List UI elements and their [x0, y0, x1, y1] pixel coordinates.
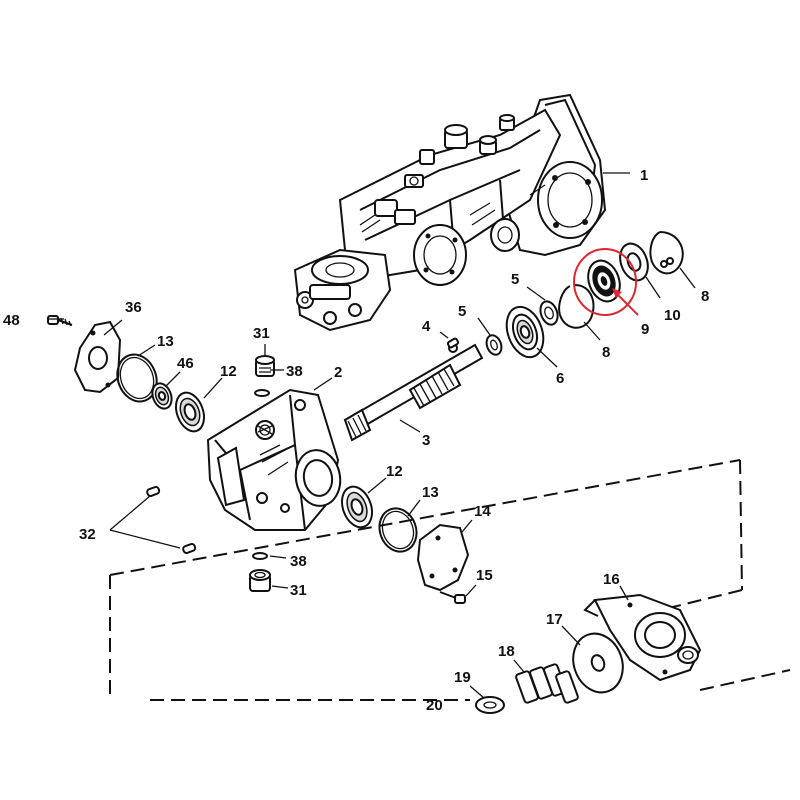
callout-13-left: 13	[157, 333, 174, 350]
callout-1: 1	[640, 167, 648, 184]
callout-6: 6	[556, 370, 564, 387]
callout-38-top: 38	[286, 363, 303, 380]
callout-20: 20	[426, 697, 443, 714]
part-19	[475, 696, 505, 714]
plug-31-top	[255, 355, 275, 377]
snap-ring-8-lower	[558, 284, 595, 329]
callout-10: 10	[664, 307, 681, 324]
washer-38-bottom	[252, 552, 268, 560]
gear-set-18	[515, 663, 579, 704]
callout-16: 16	[603, 571, 620, 588]
callout-48: 48	[3, 312, 20, 329]
bearing-46	[151, 382, 173, 410]
callout-2: 2	[334, 364, 342, 381]
cover-plate-14	[416, 523, 470, 592]
plug-31-bottom	[249, 569, 271, 592]
drive-shaft	[343, 337, 484, 442]
callout-12-right: 12	[386, 463, 403, 480]
leader-lines	[48, 172, 696, 699]
callout-18: 18	[498, 643, 515, 660]
callout-4: 4	[422, 318, 431, 335]
callout-9: 9	[641, 321, 649, 338]
washer-10	[619, 242, 649, 282]
o-ring-13-left	[116, 353, 158, 403]
callout-17: 17	[546, 611, 563, 628]
callout-5-lower: 5	[458, 303, 466, 320]
snap-ring-8-upper	[649, 231, 684, 275]
callout-8-lower: 8	[602, 344, 610, 361]
screw-48	[47, 315, 73, 327]
screw-15	[439, 591, 466, 604]
seal-9	[587, 259, 621, 303]
callout-3: 3	[422, 432, 430, 449]
seal-12-right	[341, 485, 373, 529]
callout-12-left: 12	[220, 363, 237, 380]
callout-36: 36	[125, 299, 142, 316]
callout-32: 32	[79, 526, 96, 543]
cover-plate-36	[73, 320, 122, 394]
callout-19: 19	[454, 669, 471, 686]
washer-38-top	[254, 389, 270, 397]
callout-46: 46	[177, 355, 194, 372]
seal-12-left	[174, 391, 206, 433]
callout-8-upper: 8	[701, 288, 709, 305]
spacer-5-lower	[485, 334, 503, 356]
dashed-subassembly-boundary	[109, 459, 791, 701]
bearing-6	[505, 305, 545, 359]
callout-31-top: 31	[253, 325, 270, 342]
callout-14: 14	[474, 503, 491, 520]
spacer-5-upper	[539, 300, 559, 326]
callout-13-right: 13	[422, 484, 439, 501]
housing-2	[206, 388, 342, 531]
callout-labels: 1 2 3 4 5 5 6 8 8 9 10 12 12 13 13 14 15…	[3, 167, 709, 714]
dowel-pins-32	[146, 485, 197, 554]
thrust-plate-17	[572, 632, 624, 694]
highlight-marker	[573, 248, 639, 316]
tandem-pump-assembly	[293, 93, 607, 332]
callout-31-bottom: 31	[290, 582, 307, 599]
callout-38-bottom: 38	[290, 553, 307, 570]
callout-5-upper: 5	[511, 271, 519, 288]
o-ring-13-right	[378, 507, 418, 553]
callout-15: 15	[476, 567, 493, 584]
end-housing-16	[583, 593, 702, 682]
